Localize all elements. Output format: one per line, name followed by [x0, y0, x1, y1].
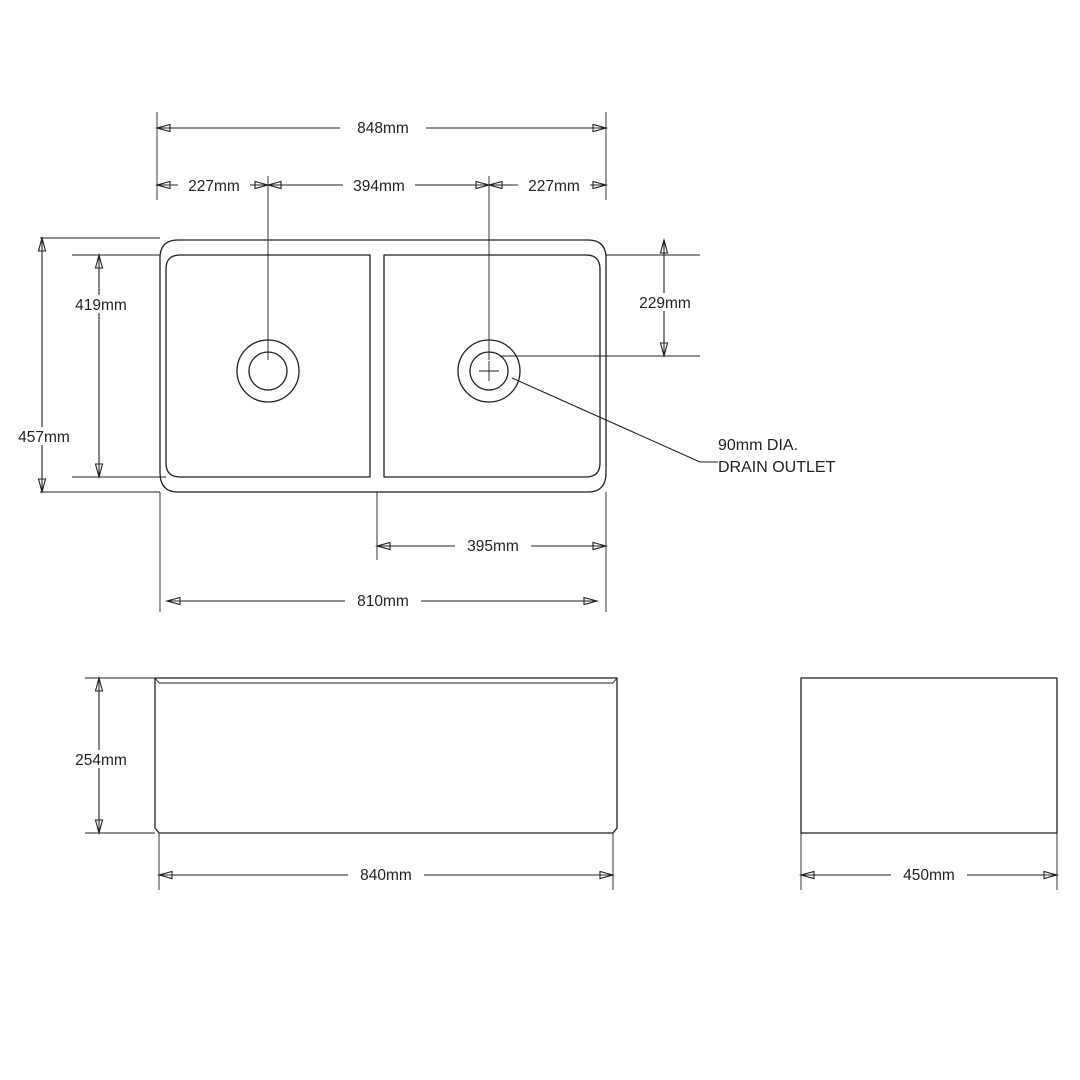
sink-outer-outline — [159, 239, 607, 493]
dimension-395: 395mm — [377, 537, 606, 555]
dim-label-810: 810mm — [357, 593, 409, 610]
dim-label-227-left: 227mm — [188, 178, 240, 195]
side-elevation-outline — [800, 677, 1058, 834]
dim-label-419: 419mm — [75, 297, 127, 314]
dim-label-848: 848mm — [357, 120, 409, 137]
side-elevation: 450mm — [800, 677, 1058, 890]
dim-label-254: 254mm — [75, 752, 127, 769]
dimension-bowl-depth: 419mm — [68, 255, 134, 477]
front-top-chamfer-line — [154, 677, 160, 684]
dim-label-395: 395mm — [467, 538, 519, 555]
left-bowl-outline — [165, 254, 371, 478]
dimension-229: 229mm — [631, 240, 699, 356]
callout-label-line2: DRAIN OUTLET — [718, 459, 836, 476]
dimension-overall-width: 848mm — [157, 119, 606, 137]
plan-view: 848mm 227mm 394mm 227mm — [11, 112, 836, 612]
front-elevation: 254mm 840mm — [67, 677, 618, 890]
dim-label-457: 457mm — [18, 429, 70, 446]
dimension-overall-depth: 457mm — [11, 238, 77, 492]
right-bowl-outline — [383, 254, 601, 478]
dimension-450: 450mm — [801, 866, 1057, 884]
dim-label-840: 840mm — [360, 867, 412, 884]
dim-label-450: 450mm — [903, 867, 955, 884]
front-elevation-outline — [154, 677, 618, 834]
dimension-840: 840mm — [159, 866, 613, 884]
drain-outlet-callout: 90mm DIA. DRAIN OUTLET — [512, 378, 836, 476]
front-top-chamfer-line-right — [612, 677, 618, 684]
dim-label-394: 394mm — [353, 178, 405, 195]
callout-label-line1: 90mm DIA. — [718, 437, 798, 454]
dim-label-227-right: 227mm — [528, 178, 580, 195]
dim-label-229: 229mm — [639, 295, 691, 312]
dimension-chain-top: 227mm 394mm 227mm — [157, 177, 606, 195]
dimension-810: 810mm — [167, 592, 597, 610]
dimension-254: 254mm — [67, 678, 135, 833]
